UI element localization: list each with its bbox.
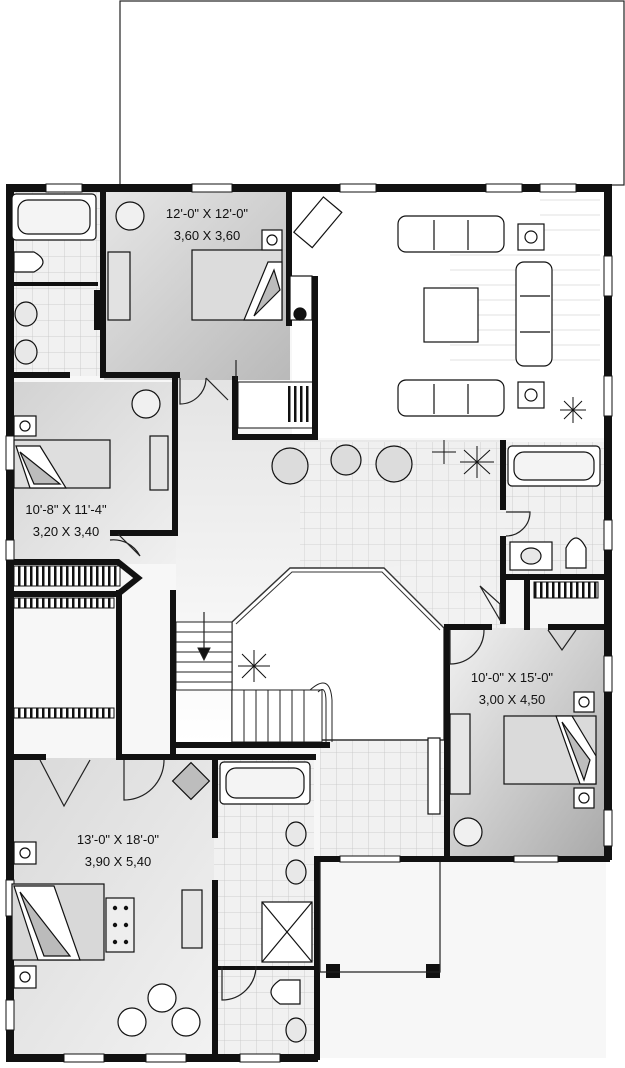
master-bath-fixtures (219, 761, 313, 1043)
closet-shelves (11, 381, 599, 719)
bath-right-fixtures (507, 445, 601, 571)
dresser (107, 251, 131, 321)
plant-icon (432, 440, 494, 478)
windows (5, 183, 613, 1063)
sofa-bottom (397, 379, 505, 417)
coffee-table (423, 287, 479, 343)
sofa-top (397, 215, 505, 253)
sink-master-3 (285, 1017, 307, 1043)
foyer-tile (320, 740, 444, 858)
bedroom-master-dim-metric: 3,90 X 5,40 (85, 854, 152, 869)
sink-master-1 (285, 821, 307, 847)
sink-top-left-2 (14, 339, 38, 365)
bedroom-top-dim-imperial: 12'-0" X 12'-0" (166, 206, 249, 221)
sink-top-left-1 (14, 301, 38, 327)
bedroom-top-furniture (107, 201, 313, 321)
staircase (175, 612, 333, 743)
toilet-master (270, 979, 301, 1005)
toilet-right (565, 537, 587, 569)
toilet-top-left (13, 251, 44, 273)
chair-icon (115, 201, 145, 231)
bedroom-right-dim-imperial: 10'-0" X 15'-0" (471, 670, 554, 685)
bedroom-master-dim-imperial: 13'-0" X 18'-0" (77, 832, 160, 847)
bedroom-top-dim-metric: 3,60 X 3,60 (174, 228, 241, 243)
nightstand (261, 229, 283, 251)
bench (105, 897, 135, 953)
roof-outline (119, 0, 625, 186)
bedroom-right-furniture (427, 691, 597, 847)
bedroom-left-furniture (13, 389, 169, 491)
desk (292, 196, 343, 249)
sofa-right (515, 261, 553, 367)
plant-icon (560, 397, 586, 423)
round-table (147, 983, 177, 1013)
bath-top-left-fixtures (11, 193, 97, 365)
plant-icon (238, 650, 270, 682)
porch-outline (319, 862, 441, 973)
room-labels: 12'-0" X 12'-0" 3,60 X 3,60 10'-8" X 11'… (25, 206, 553, 869)
bedroom-left-dim-metric: 3,20 X 3,40 (33, 524, 100, 539)
bedroom-left-dim-imperial: 10'-8" X 11'-4" (25, 502, 107, 517)
sink-master-2 (285, 859, 307, 885)
bedroom-right-dim-metric: 3,00 X 4,50 (479, 692, 546, 707)
door-swings (39, 360, 577, 1001)
living-room-furniture (292, 196, 586, 423)
bedroom-master-furniture (11, 761, 211, 1037)
hall-chairs (238, 440, 494, 682)
